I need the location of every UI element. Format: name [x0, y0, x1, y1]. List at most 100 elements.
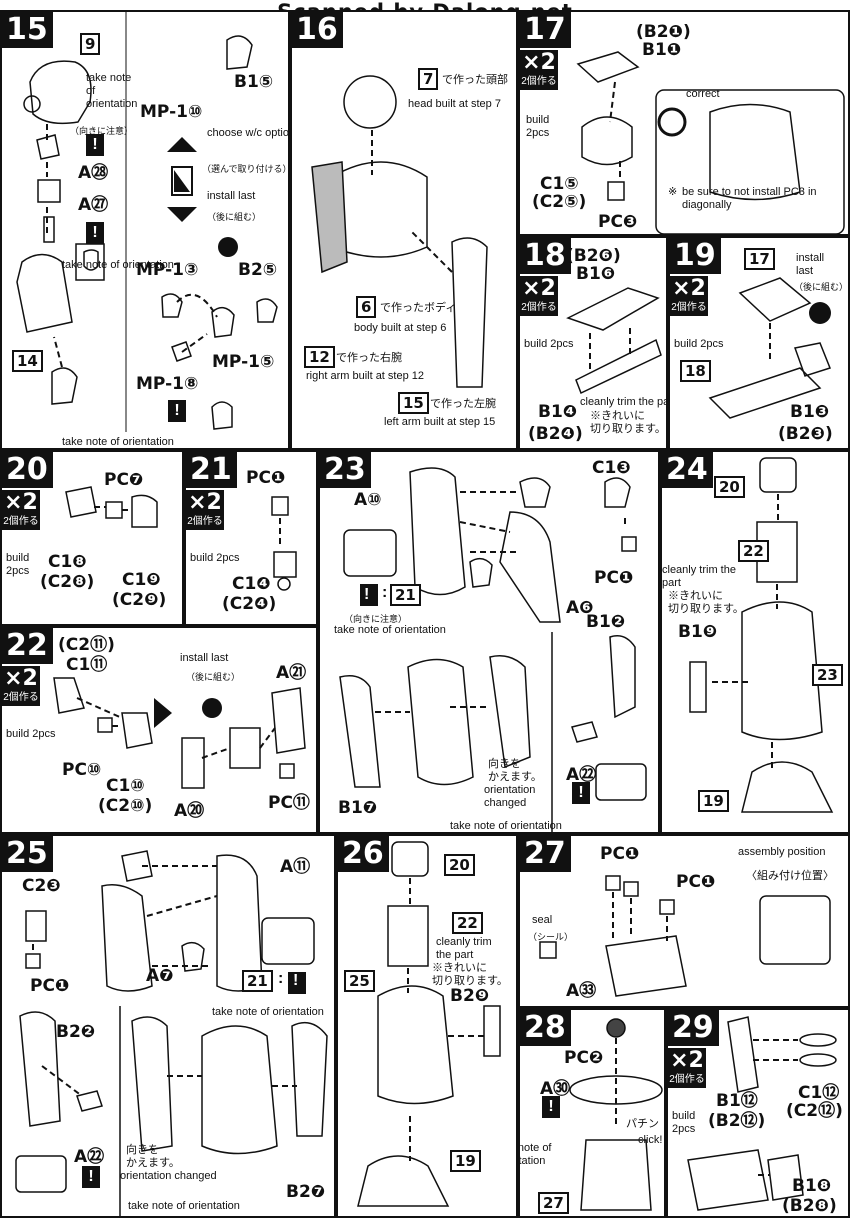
step-27-drawing: [539, 875, 831, 997]
x2-jp: 2個作る: [521, 302, 557, 313]
x2-jp: 2個作る: [671, 302, 707, 313]
step-27-panel: 27 PC❶ PC❶ assembly position 〈組み付け位置〉 se…: [518, 834, 850, 1008]
assembly-position-jp: 〈組み付け位置〉: [746, 870, 834, 882]
part-c2-5: (C2⑤): [532, 192, 587, 212]
step-17-panel: 17 ×2 2個作る (B2❶) B1❶ correct build 2pcs …: [518, 10, 850, 236]
ref-step-20: 20: [714, 476, 745, 498]
step-20-drawing: [65, 486, 158, 528]
build-2pcs: build 2pcs: [6, 728, 56, 740]
part-b2-5: B2⑤: [238, 260, 278, 280]
step-number: 24: [662, 452, 713, 488]
part-c1-11: C1⑪: [66, 655, 108, 675]
step-26-panel: 26 20 22 cleanly trim the part ※きれいに 切り取…: [336, 834, 518, 1218]
x2-label: ×2: [672, 276, 706, 301]
correct-label: correct: [686, 88, 720, 100]
part-mp1-10: MP-1⑩: [140, 102, 203, 122]
step-number: 15: [2, 12, 53, 48]
part-pc11: PC⑪: [268, 793, 310, 813]
step-number: 20: [2, 452, 53, 488]
x2-jp: 2個作る: [187, 516, 223, 527]
step-23-drawing: [339, 467, 647, 832]
build-2pcs: build 2pcs: [524, 338, 574, 350]
x2-label: ×2: [4, 666, 38, 691]
x2-label: ×2: [4, 490, 38, 515]
build-2pcs: build 2pcs: [672, 1110, 696, 1135]
step-20-panel: 20 ×2 2個作る PC❼ build 2pcs C1❽ (C2❽) C1❾ …: [0, 450, 184, 626]
ref-step-14: 14: [12, 350, 43, 372]
warning-icon: !: [542, 1096, 560, 1118]
part-mp1-3: MP-1③: [136, 260, 199, 280]
part-c1-10: C1⑩: [106, 776, 145, 796]
step-number: 19: [670, 238, 721, 274]
step-24-drawing: [689, 457, 834, 813]
step-22-drawing: [53, 677, 306, 789]
warning-icon: !: [86, 134, 104, 156]
step-28-panel: 28 PC❷ A㉚ ! パチン click! take note of orie…: [518, 1008, 666, 1218]
part-b1-9: B1❾: [678, 622, 718, 642]
ref-step-21: 21: [242, 970, 273, 992]
ref-step-7: 7: [418, 68, 439, 90]
x2-label: ×2: [522, 276, 556, 301]
click-jp: パチン: [626, 1118, 659, 1130]
step-number: 25: [2, 836, 53, 872]
take-note-orientation-bottom: take note of orientation: [450, 820, 562, 832]
part-b2-2: B2❷: [56, 1022, 96, 1042]
trim-jp: ※きれいに 切り取ります。: [668, 590, 744, 615]
ref-step-27: 27: [538, 1192, 569, 1214]
install-last: install last: [796, 252, 825, 277]
ref-step-17: 17: [744, 248, 775, 270]
part-pc2: PC❷: [564, 1048, 604, 1068]
part-pc1-b: PC❶: [676, 872, 716, 892]
take-note-orientation-bottom: take note of orientation: [128, 1200, 240, 1212]
part-b1-2: B1❷: [586, 612, 626, 632]
part-a21: A㉑: [276, 663, 307, 683]
install-last-jp: （後に組む）: [207, 212, 262, 222]
part-b1-7: B1❼: [338, 798, 378, 818]
part-b1-5: B1⑤: [234, 72, 274, 92]
step-number: 17: [520, 12, 571, 48]
part-c2-3: C2❸: [22, 876, 61, 896]
ref-step-12: 12: [304, 346, 335, 368]
step-15-panel: 15: [0, 10, 290, 450]
make-two-badge: ×2 2個作る: [670, 276, 708, 316]
step-28-drawing: [569, 1018, 663, 1211]
trim-jp: ※きれいに 切り取ります。: [432, 962, 508, 987]
step-23-panel: 23 A⑩ C1❸ PC❶ A❻ ! : 21 （向きに注意） take no: [318, 450, 660, 834]
step-15-drawing: [16, 12, 278, 432]
trim-jp: ※きれいに 切り取ります。: [590, 410, 666, 435]
step-26-drawing: [357, 841, 501, 1207]
part-a22: A㉒: [566, 765, 597, 785]
make-two-badge: ×2 2個作る: [520, 50, 558, 90]
step-number: 18: [520, 238, 571, 274]
ref-step-6: 6: [356, 296, 377, 318]
step-21-panel: 21 ×2 2個作る PC❶ build 2pcs C1❹ (C2❹): [184, 450, 318, 626]
install-last-jp: （後に組む）: [794, 282, 849, 292]
x2-jp: 2個作る: [3, 692, 39, 703]
make-two-badge: ×2 2個作る: [186, 490, 224, 530]
step-19-panel: 19 ×2 2個作る 17 install last （後に組む） build …: [668, 236, 850, 450]
step-25-drawing: [15, 850, 328, 1216]
ref-step-20: 20: [444, 854, 475, 876]
take-note-orientation-mid: take note of orientation: [62, 259, 174, 271]
step-29-panel: 29 ×2 2個作る B1⑫ (B2⑫) C1⑫ (C2⑫) build 2pc…: [666, 1008, 850, 1218]
install-last-jp: （後に組む）: [186, 672, 241, 682]
x2-label: ×2: [522, 50, 556, 75]
ref-step-23: 23: [812, 664, 843, 686]
make-two-badge: ×2 2個作る: [520, 276, 558, 316]
step-17-drawing: [576, 51, 845, 234]
step-21-drawing: [271, 496, 297, 591]
part-a30: A㉚: [540, 1079, 571, 1099]
part-c2-10: (C2⑩): [98, 796, 153, 816]
step-number: 27: [520, 836, 571, 872]
step-24-panel: 24 20 22 cleanly trim the part ※きれいに 切り取…: [660, 450, 850, 834]
part-pc10: PC⑩: [62, 760, 102, 780]
part-b1-6: B1❻: [576, 264, 616, 284]
make-two-badge: ×2 2個作る: [668, 1048, 706, 1088]
part-b1-8: B1❽: [792, 1176, 832, 1196]
rarm-built: right arm built at step 12: [306, 370, 425, 382]
warn-mark: !: [364, 586, 370, 603]
build-2pcs: build 2pcs: [526, 114, 550, 139]
step-16-panel: 16 7 で作った頭部 head built at step 7 6 で作ったボ…: [290, 10, 518, 450]
ref-step-9: 9: [80, 33, 101, 55]
ref-colon: :: [382, 584, 388, 601]
